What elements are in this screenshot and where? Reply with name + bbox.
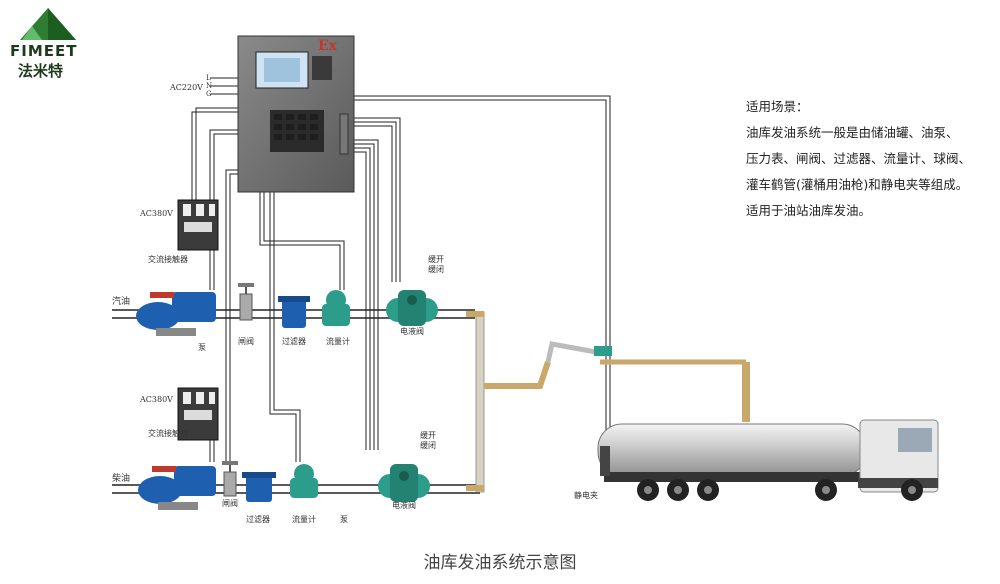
gasoline-pump-label: 泵 [198,343,206,352]
contactor-bottom-voltage: AC380V [139,395,173,404]
diesel-flowmeter-label: 流量计 [292,514,316,524]
gasoline-gate-valve [238,283,254,321]
gasoline-slow-open-label: 缓开 [428,254,444,264]
description-line-2: 压力表、闸阀、过滤器、流量计、球阀、 [746,151,972,166]
loading-arm [545,341,750,422]
gasoline-pump [136,292,216,336]
tanker-truck [597,419,939,501]
diesel-label: 柴油 [112,472,130,484]
diagram-caption: 油库发油系统示意图 [423,553,577,573]
description-line-1: 油库发油系统一般是由储油罐、油泵、 [746,125,959,140]
logo-brand-text: FIMEET [10,42,78,60]
power-line-n: N [206,82,212,90]
diesel-gate-valve [222,461,238,497]
description-line-3: 灌车鹤管(灌桶用油枪)和静电夹等组成。 [746,177,969,192]
description-line-4: 适用于油站油库发油。 [746,203,872,218]
contactor-top [177,199,219,251]
gasoline-flowmeter-label: 流量计 [326,336,350,346]
diesel-filter [242,472,276,502]
diesel-pump [138,466,216,510]
power-line-g: G [206,90,212,98]
controller-keypad [270,110,324,152]
diesel-solenoid-valve [378,464,430,502]
contactor-top-label: 交流接触器 [148,254,188,264]
diesel-solenoid-label: 电液阀 [392,500,416,510]
gasoline-solenoid-valve [386,290,438,326]
diesel-slow-open-label: 缓开 [420,430,436,440]
card-reader [312,56,332,80]
gasoline-gate-valve-label: 闸阀 [238,337,254,346]
gasoline-slow-close-label: 缓闭 [428,264,444,274]
description-title: 适用场景： [746,99,809,114]
signal-wiring [191,95,611,462]
diesel-pump-label: 泵 [340,515,348,524]
contactor-bottom [177,387,219,441]
diesel-slow-close-label: 缓闭 [420,440,436,450]
loading-riser [466,311,551,493]
diesel-gate-valve-label: 闸阀 [222,499,238,508]
description-panel: 适用场景： 油库发油系统一般是由储油罐、油泵、 压力表、闸阀、过滤器、流量计、球… [746,94,996,224]
power-input-lines [210,77,238,95]
power-label: AC220V [169,83,203,92]
gasoline-flowmeter [322,290,350,326]
batch-controller: Ex [237,35,355,193]
gasoline-filter [278,296,310,328]
power-line-l: L [206,74,211,82]
gasoline-filter-label: 过滤器 [282,336,306,346]
diesel-flowmeter [290,464,318,498]
contactor-top-voltage: AC380V [139,209,173,218]
gasoline-label: 汽油 [112,295,130,307]
gasoline-solenoid-label: 电液阀 [400,326,424,336]
ex-mark: Ex [318,38,338,54]
contactor-bottom-label: 交流接触器 [148,428,188,438]
logo-cn-text: 法米特 [18,62,64,80]
diesel-filter-label: 过滤器 [246,514,270,524]
static-clamp-label: 静电夹 [574,490,598,500]
company-logo: FIMEET 法米特 [8,6,88,80]
logo-mountain-icon [20,8,76,40]
static-clamp [600,446,610,476]
